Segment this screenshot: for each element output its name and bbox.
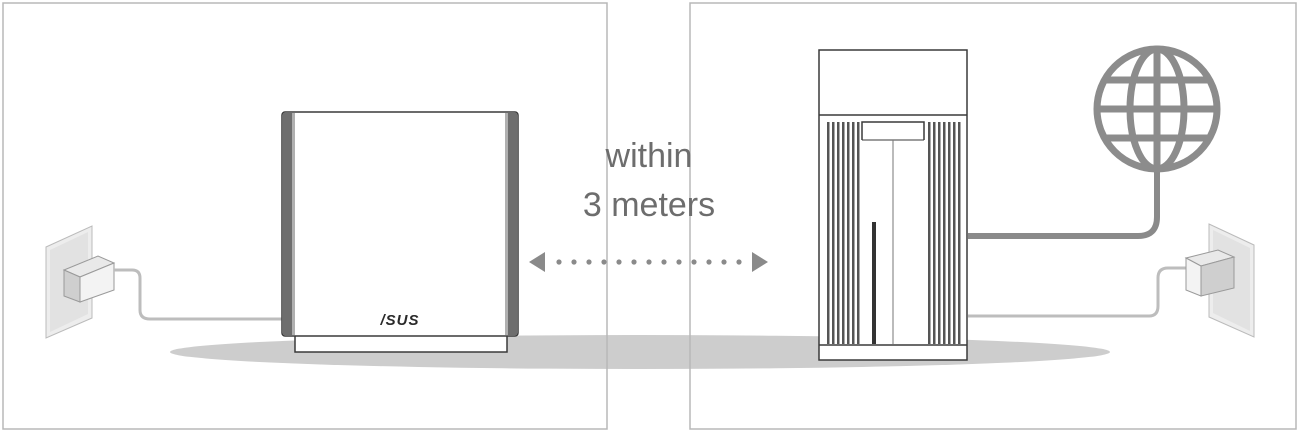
wan-cable	[968, 172, 1160, 239]
right-panel-frame	[689, 2, 1297, 430]
power-cable-right	[968, 266, 1188, 318]
left-panel-frame	[2, 2, 608, 430]
globe-icon	[1093, 45, 1221, 173]
distance-label-line2: 3 meters	[583, 186, 715, 224]
tower-router	[818, 49, 968, 361]
node-router-left	[281, 111, 519, 353]
power-cable-left	[114, 268, 283, 321]
double-arrow-icon	[529, 252, 768, 272]
power-adapter-icon	[62, 255, 116, 303]
brand-logo: /SUS	[379, 312, 419, 329]
distance-label-line1: within	[605, 137, 693, 175]
power-adapter-icon-right	[1184, 249, 1236, 297]
